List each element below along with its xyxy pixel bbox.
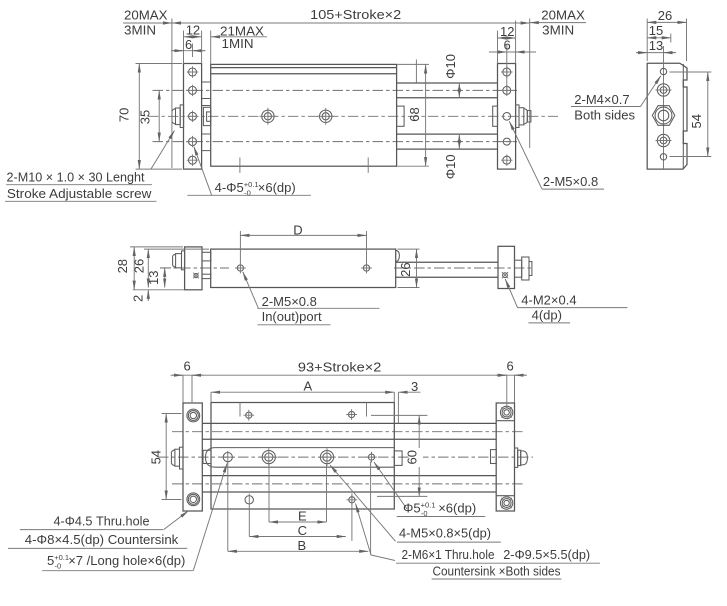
svg-text:3MIN: 3MIN <box>124 23 156 38</box>
svg-text:6: 6 <box>184 359 191 374</box>
svg-text:2-M5×0.8: 2-M5×0.8 <box>262 294 317 309</box>
svg-text:A: A <box>304 378 313 393</box>
svg-text:Countersink ×Both sides: Countersink ×Both sides <box>433 564 561 579</box>
svg-text:4-Φ5+0.1-0×6(dp): 4-Φ5+0.1-0×6(dp) <box>215 180 296 198</box>
svg-text:20MAX: 20MAX <box>541 8 585 23</box>
svg-text:In(out)port: In(out)port <box>262 309 322 324</box>
svg-text:54: 54 <box>148 450 163 464</box>
svg-text:2-Φ9.5×5.5(dp): 2-Φ9.5×5.5(dp) <box>503 547 590 562</box>
svg-text:2-M6×1 Thru.hole: 2-M6×1 Thru.hole <box>402 547 495 562</box>
svg-text:4-M2×0.4: 4-M2×0.4 <box>521 292 576 307</box>
svg-text:54: 54 <box>689 114 704 128</box>
svg-text:26: 26 <box>658 8 672 23</box>
svg-text:2-M4×0.7: 2-M4×0.7 <box>574 92 629 107</box>
svg-text:12: 12 <box>186 23 200 38</box>
svg-text:26: 26 <box>398 262 413 276</box>
svg-text:E: E <box>298 508 307 523</box>
svg-text:6: 6 <box>507 359 514 374</box>
svg-text:21MAX: 21MAX <box>220 24 264 39</box>
svg-text:Stroke Adjustable screw: Stroke Adjustable screw <box>7 186 152 201</box>
svg-text:12: 12 <box>500 24 514 39</box>
svg-text:C: C <box>298 523 307 538</box>
svg-text:4-M5×0.8×5(dp): 4-M5×0.8×5(dp) <box>399 526 491 541</box>
svg-text:15: 15 <box>649 23 663 38</box>
svg-text:13: 13 <box>649 38 663 53</box>
svg-text:68: 68 <box>407 107 422 121</box>
svg-text:Φ10: Φ10 <box>443 154 458 179</box>
svg-text:6: 6 <box>185 37 192 52</box>
svg-text:6: 6 <box>504 38 511 53</box>
svg-text:D: D <box>293 223 302 238</box>
svg-text:26: 26 <box>131 259 146 273</box>
svg-text:105+Stroke×2: 105+Stroke×2 <box>310 7 401 22</box>
svg-text:B: B <box>297 538 306 553</box>
svg-text:4-Φ4.5 Thru.hole: 4-Φ4.5 Thru.hole <box>54 514 150 529</box>
svg-text:4(dp): 4(dp) <box>532 308 562 323</box>
svg-text:3MIN: 3MIN <box>542 23 574 38</box>
svg-text:20MAX: 20MAX <box>124 8 168 23</box>
svg-text:5+0.1-0×7 /Long hole×6(dp): 5+0.1-0×7 /Long hole×6(dp) <box>47 553 185 571</box>
svg-text:60: 60 <box>405 450 420 464</box>
svg-text:13: 13 <box>146 271 161 285</box>
svg-text:35: 35 <box>138 110 153 124</box>
svg-text:2: 2 <box>131 295 146 302</box>
svg-text:2-M10 × 1.0 × 30 Lenght: 2-M10 × 1.0 × 30 Lenght <box>7 170 145 185</box>
svg-text:2-M5×0.8: 2-M5×0.8 <box>543 174 598 189</box>
svg-text:70: 70 <box>116 108 131 122</box>
svg-text:Φ10: Φ10 <box>443 54 458 79</box>
svg-text:Both sides: Both sides <box>574 107 635 122</box>
svg-text:Φ5+0.1-0 ×6(dp): Φ5+0.1-0 ×6(dp) <box>403 501 476 519</box>
svg-text:3: 3 <box>411 379 418 394</box>
svg-text:4-Φ8×4.5(dp) Countersink: 4-Φ8×4.5(dp) Countersink <box>25 532 179 547</box>
svg-text:1MIN: 1MIN <box>222 36 254 51</box>
svg-text:93+Stroke×2: 93+Stroke×2 <box>298 360 382 375</box>
svg-text:28: 28 <box>115 259 130 273</box>
